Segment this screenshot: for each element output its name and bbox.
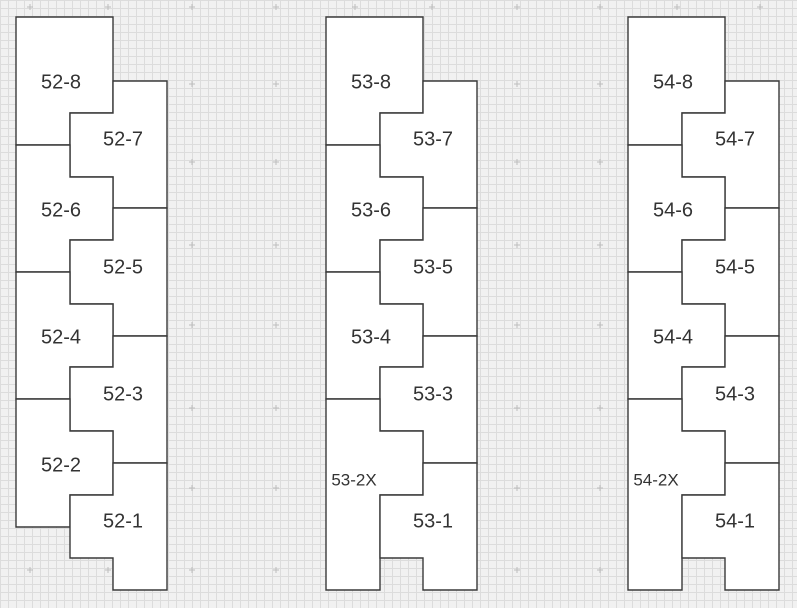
unit-label-54-5: 54-5	[715, 256, 755, 278]
grid-marker	[514, 159, 520, 165]
unit-label-54-3: 54-3	[715, 383, 755, 405]
grid-marker	[27, 4, 33, 10]
unit-label-54-2: 54-2X	[633, 470, 678, 489]
grid-marker	[514, 322, 520, 328]
unit-label-52-4: 52-4	[41, 326, 81, 348]
unit-label-54-6: 54-6	[653, 199, 693, 221]
grid-marker	[514, 405, 520, 411]
unit-label-52-1: 52-1	[103, 510, 143, 532]
unit-label-54-4: 54-4	[653, 326, 693, 348]
unit-label-54-7: 54-7	[715, 128, 755, 150]
grid-marker	[514, 4, 520, 10]
grid-marker	[189, 81, 195, 87]
unit-label-53-5: 53-5	[413, 256, 453, 278]
grid-marker	[514, 242, 520, 248]
unit-label-52-2: 52-2	[41, 454, 81, 476]
grid-marker	[273, 159, 279, 165]
grid-marker	[429, 4, 435, 10]
unit-label-52-3: 52-3	[103, 383, 143, 405]
unit-label-53-6: 53-6	[351, 199, 391, 221]
grid-marker	[273, 4, 279, 10]
grid-marker	[514, 81, 520, 87]
grid-marker	[189, 485, 195, 491]
grid-marker	[597, 159, 603, 165]
grid-marker	[189, 159, 195, 165]
unit-label-53-7: 53-7	[413, 128, 453, 150]
grid-marker	[273, 322, 279, 328]
grid-marker	[597, 242, 603, 248]
grid-marker	[597, 81, 603, 87]
unit-label-52-7: 52-7	[103, 128, 143, 150]
unit-label-52-6: 52-6	[41, 199, 81, 221]
grid-marker	[189, 567, 195, 573]
grid-marker	[27, 567, 33, 573]
unit-54-1[interactable]	[681, 462, 780, 591]
grid-marker	[514, 485, 520, 491]
grid-marker	[597, 4, 603, 10]
unit-label-53-2: 53-2X	[331, 470, 376, 489]
grid-marker	[352, 4, 358, 10]
grid-marker	[105, 567, 111, 573]
grid-marker	[597, 405, 603, 411]
grid-marker	[597, 485, 603, 491]
unit-label-53-4: 53-4	[351, 326, 391, 348]
unit-label-53-8: 53-8	[351, 71, 391, 93]
grid-marker	[514, 567, 520, 573]
grid-marker	[273, 567, 279, 573]
unit-52-1[interactable]	[69, 462, 168, 591]
unit-53-1[interactable]	[379, 462, 478, 591]
grid-marker	[674, 4, 680, 10]
grid-marker	[757, 4, 763, 10]
unit-label-54-8: 54-8	[653, 71, 693, 93]
unit-label-52-5: 52-5	[103, 256, 143, 278]
grid-marker	[273, 242, 279, 248]
grid-marker	[189, 322, 195, 328]
grid-marker	[597, 567, 603, 573]
unit-label-52-8: 52-8	[41, 71, 81, 93]
grid-marker	[273, 81, 279, 87]
grid-marker	[105, 4, 111, 10]
grid-marker	[189, 405, 195, 411]
unit-label-54-1: 54-1	[715, 510, 755, 532]
grid-marker	[273, 405, 279, 411]
grid-marker	[189, 4, 195, 10]
unit-label-53-3: 53-3	[413, 383, 453, 405]
unit-label-53-1: 53-1	[413, 510, 453, 532]
grid-marker	[189, 242, 195, 248]
grid-marker	[273, 485, 279, 491]
grid-marker	[597, 322, 603, 328]
